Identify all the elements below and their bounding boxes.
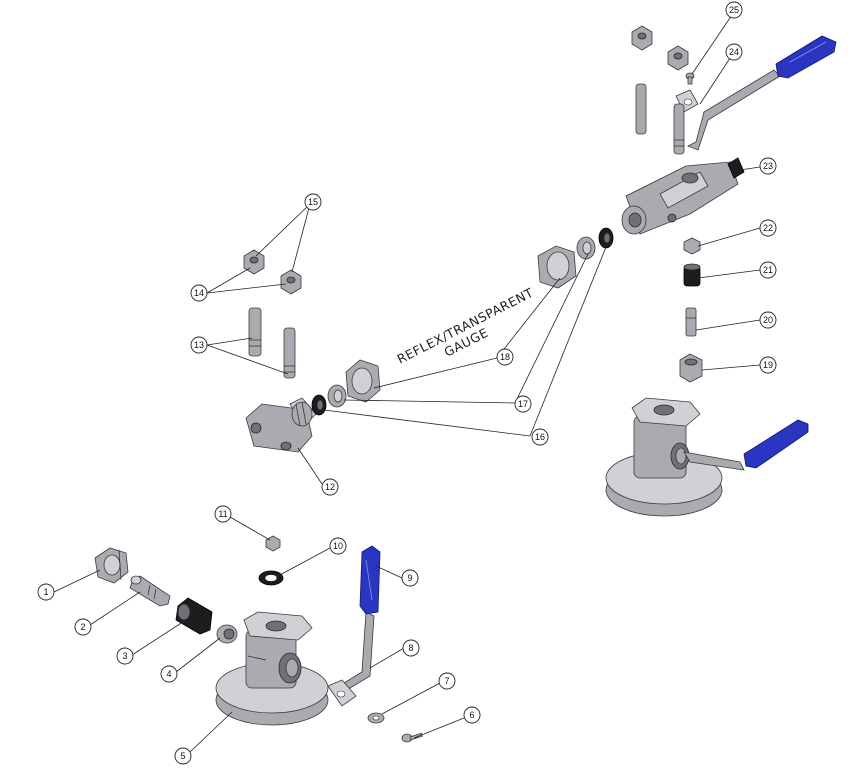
part-21-sleeve xyxy=(683,263,701,287)
svg-text:9: 9 xyxy=(407,573,412,583)
callout-9: 9 xyxy=(401,569,419,587)
svg-text:8: 8 xyxy=(408,643,413,653)
part-4-ring xyxy=(216,624,238,644)
part-8-lever-arm xyxy=(327,611,375,707)
part-17-ring-left xyxy=(327,384,347,408)
part-5-valve-body xyxy=(215,611,329,726)
svg-text:5: 5 xyxy=(180,751,185,761)
svg-text:16: 16 xyxy=(535,432,545,442)
svg-text:24: 24 xyxy=(729,47,739,57)
svg-text:25: 25 xyxy=(729,5,739,15)
part-10-o-ring xyxy=(258,570,284,586)
callout-16: 16 xyxy=(531,428,549,446)
svg-text:1: 1 xyxy=(43,587,48,597)
svg-text:15: 15 xyxy=(308,197,318,207)
callout-11: 11 xyxy=(214,505,232,523)
callout-23: 23 xyxy=(759,157,777,175)
part-25-nuts-studs xyxy=(631,25,695,155)
part-22-cap-nut xyxy=(683,237,701,255)
svg-text:10: 10 xyxy=(333,541,343,551)
callout-13: 13 xyxy=(190,336,208,354)
svg-text:22: 22 xyxy=(763,223,773,233)
callout-2: 2 xyxy=(74,618,92,636)
gauge-label-line-1: REFLEX/TRANSPARENT xyxy=(395,285,536,367)
part-6-screw xyxy=(401,732,423,743)
lower-valve-assembly xyxy=(94,535,423,743)
svg-text:6: 6 xyxy=(469,710,474,720)
part-3-sleeve xyxy=(175,597,213,635)
part-16-o-ring-right xyxy=(598,227,614,249)
callout-8: 8 xyxy=(402,639,420,657)
part-19-hex-fitting xyxy=(679,353,703,383)
part-11-small-nut xyxy=(265,535,281,552)
part-24-lever xyxy=(675,35,837,151)
part-12-tee-body xyxy=(245,397,317,453)
callout-25: 25 xyxy=(725,1,743,19)
callout-24: 24 xyxy=(725,43,743,61)
callout-14: 14 xyxy=(190,284,208,302)
part-7-washer xyxy=(367,712,385,724)
part-18-hex-nut-left xyxy=(345,359,381,403)
svg-text:17: 17 xyxy=(518,399,528,409)
part-14-nuts xyxy=(243,249,302,295)
part-23-valve-body xyxy=(621,157,745,235)
callout-7: 7 xyxy=(438,672,456,690)
svg-text:12: 12 xyxy=(325,482,335,492)
leader-lines xyxy=(53,11,761,753)
callout-3: 3 xyxy=(116,647,134,665)
part-13-studs xyxy=(248,307,296,379)
part-9-handle-grip xyxy=(359,545,381,615)
callout-17: 17 xyxy=(514,395,532,413)
callout-15: 15 xyxy=(304,193,322,211)
svg-text:23: 23 xyxy=(763,161,773,171)
callout-5: 5 xyxy=(174,747,192,765)
svg-text:2: 2 xyxy=(80,622,85,632)
part-1-hex-fitting xyxy=(94,547,129,584)
svg-text:14: 14 xyxy=(194,288,204,298)
part-17-ring-right xyxy=(576,236,596,260)
svg-text:3: 3 xyxy=(122,651,127,661)
callout-22: 22 xyxy=(759,219,777,237)
svg-text:18: 18 xyxy=(500,352,510,362)
part-16-o-ring-left xyxy=(311,394,327,416)
callout-20: 20 xyxy=(759,311,777,329)
part-2-stem xyxy=(129,575,171,607)
upper-valve-assembly xyxy=(537,25,837,517)
callout-1: 1 xyxy=(37,583,55,601)
svg-text:19: 19 xyxy=(763,360,773,370)
callout-4: 4 xyxy=(160,665,178,683)
callout-18: 18 xyxy=(496,348,514,366)
svg-text:11: 11 xyxy=(218,509,227,519)
svg-text:13: 13 xyxy=(194,340,204,350)
assembled-valve-right xyxy=(605,397,809,517)
gauge-connection-assembly: REFLEX/TRANSPARENT GAUGE xyxy=(243,249,536,453)
callout-6: 6 xyxy=(463,706,481,724)
callout-10: 10 xyxy=(329,537,347,555)
svg-text:7: 7 xyxy=(444,676,449,686)
callout-21: 21 xyxy=(759,261,777,279)
svg-text:4: 4 xyxy=(166,669,171,679)
part-18-hex-nut-right xyxy=(537,245,577,289)
svg-text:20: 20 xyxy=(763,315,773,325)
callout-12: 12 xyxy=(321,478,339,496)
part-20-stem xyxy=(685,307,697,337)
callout-19: 19 xyxy=(759,356,777,374)
svg-text:21: 21 xyxy=(763,265,773,275)
